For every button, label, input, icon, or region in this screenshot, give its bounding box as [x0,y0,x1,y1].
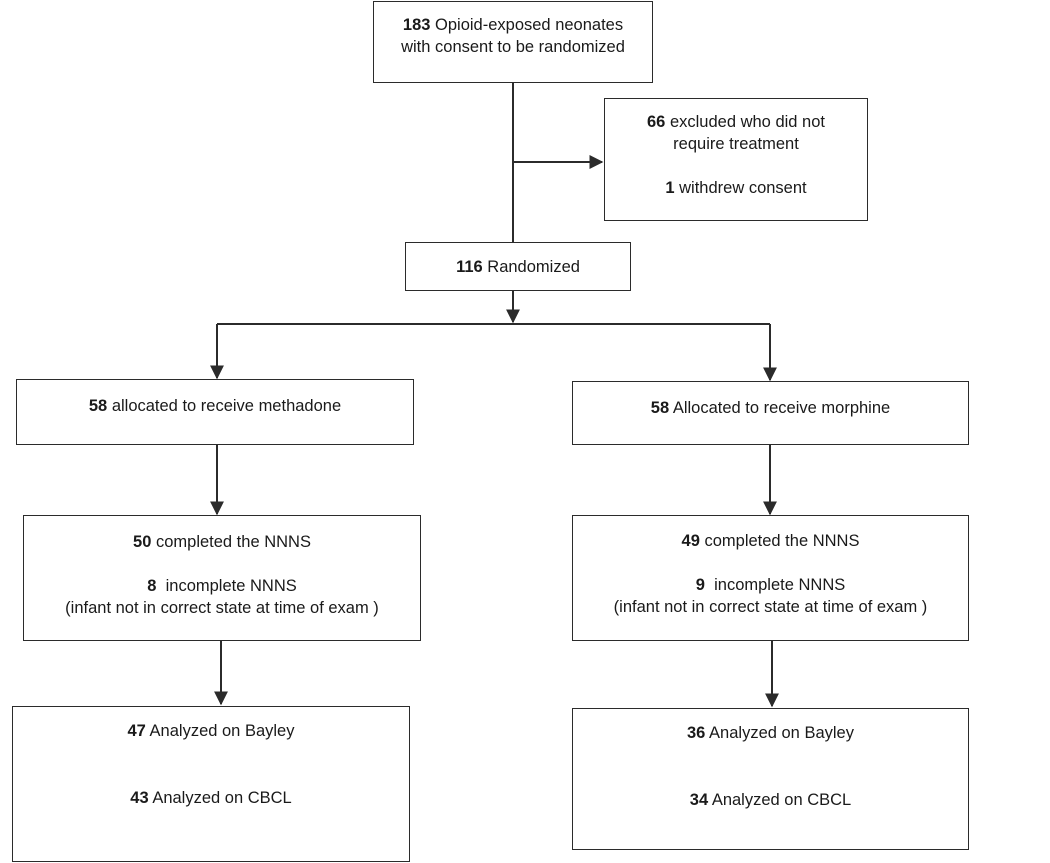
excluded-box: 66 excluded who did not require treatmen… [604,98,868,221]
morphine-nnns-incomplete: 9 incomplete NNNS [695,576,846,594]
methadone-cbcl: 43 Analyzed on CBCL [130,789,292,807]
methadone-allocated-label: 58 allocated to receive methadone [88,397,342,415]
morphine-cbcl: 34 Analyzed on CBCL [689,791,852,809]
methadone-bayley: 47 Analyzed on Bayley [127,722,295,740]
withdrew-line: 1 withdrew consent [665,179,807,197]
morphine-analyzed-box: 36 Analyzed on Bayley 34 Analyzed on CBC… [572,708,969,850]
randomized-label: 116 Randomized [456,258,580,276]
methadone-nnns-reason: (infant not in correct state at time of … [65,599,379,617]
morphine-allocated-box: 58 Allocated to receive morphine [572,381,969,445]
enrolled-line-2: with consent to be randomized [401,38,625,56]
methadone-nnns-incomplete: 8 incomplete NNNS [147,577,297,595]
methadone-allocated-box: 58 allocated to receive methadone [16,379,414,445]
morphine-nnns-reason: (infant not in correct state at time of … [613,598,928,616]
morphine-bayley: 36 Analyzed on Bayley [687,724,854,742]
excluded-line-2: require treatment [673,135,799,153]
excluded-line-1: 66 excluded who did not [647,113,825,131]
methadone-analyzed-box: 47 Analyzed on Bayley 43 Analyzed on CBC… [12,706,410,862]
enrolled-box: 183 Opioid-exposed neonates with consent… [373,1,653,83]
methadone-nnns-completed: 50 completed the NNNS [133,533,311,551]
morphine-nnns-completed: 49 completed the NNNS [681,532,860,550]
enrolled-line-1: 183 Opioid-exposed neonates [402,16,624,34]
methadone-nnns-box: 50 completed the NNNS 8 incomplete NNNS … [23,515,421,641]
randomized-box: 116 Randomized [405,242,631,291]
morphine-nnns-box: 49 completed the NNNS 9 incomplete NNNS … [572,515,969,641]
morphine-allocated-label: 58 Allocated to receive morphine [650,399,891,417]
